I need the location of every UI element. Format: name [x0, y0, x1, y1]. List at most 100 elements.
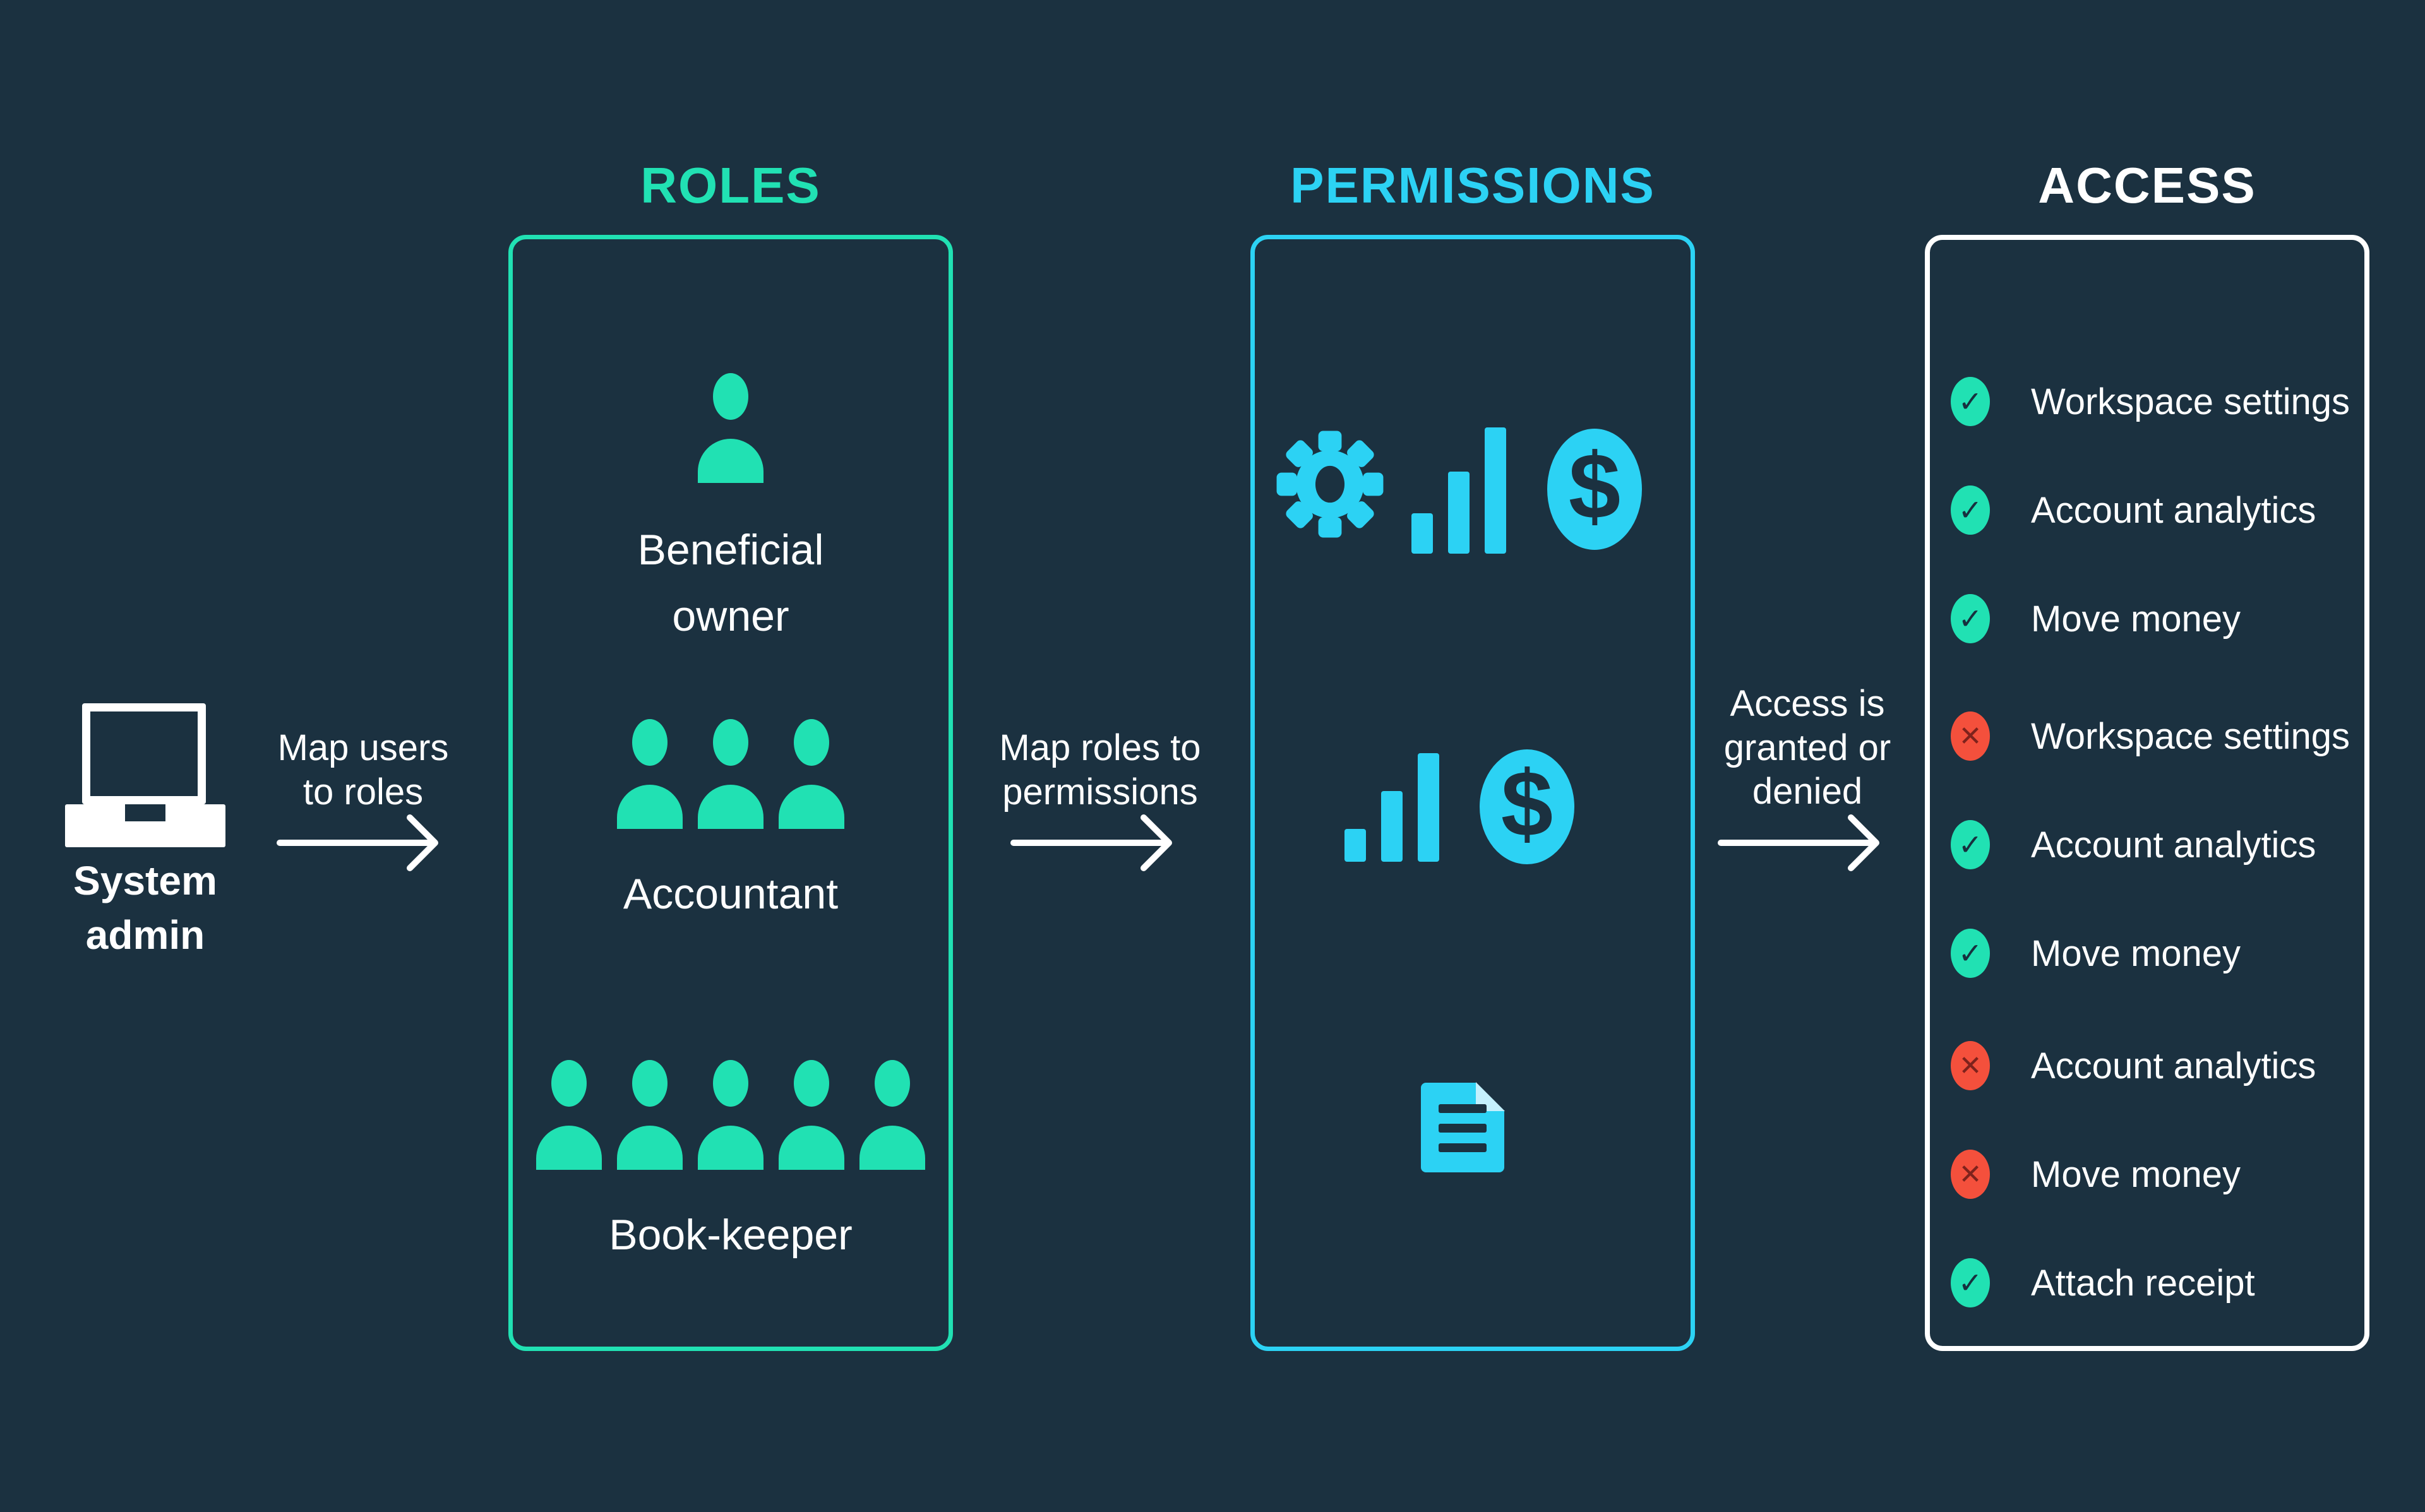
- person-head: [713, 1060, 748, 1107]
- role-people-row: [513, 373, 949, 483]
- check-icon: ✓: [1951, 377, 1990, 426]
- check-icon: ✓: [1951, 485, 1990, 535]
- access-row: ✓ Move money: [1951, 928, 2241, 979]
- person-head: [794, 719, 829, 766]
- person-icon: [859, 1060, 925, 1170]
- check-icon: ✓: [1951, 929, 1990, 978]
- access-row: ✓ Account analytics: [1951, 819, 2316, 870]
- laptop-notch: [125, 804, 165, 821]
- dollar-glyph: $: [1568, 434, 1621, 539]
- flow-label-line: permissions: [1002, 771, 1198, 813]
- person-head: [875, 1060, 910, 1107]
- access-row: ✓Move money: [1951, 593, 2241, 644]
- check-icon: ✓: [1951, 820, 1990, 869]
- access-item-label: Workspace settings: [2031, 381, 2350, 422]
- person-body: [698, 1126, 763, 1170]
- person-body: [698, 785, 763, 829]
- permissions-header: PERMISSIONS: [1290, 157, 1655, 213]
- access-row: ✓ Workspace settings: [1951, 376, 2350, 427]
- person-head: [551, 1060, 587, 1107]
- access-item-label: Account analytics: [2031, 489, 2316, 531]
- access-item-label: Workspace settings: [2031, 715, 2350, 757]
- bar-chart-icon: [1411, 427, 1506, 554]
- deny-icon: ✕: [1951, 1150, 1990, 1199]
- right-arrow-icon: [1009, 811, 1192, 874]
- roles-header: ROLES: [640, 157, 821, 213]
- gear-icon: [1276, 426, 1384, 545]
- person-icon: [779, 1060, 844, 1170]
- person-body: [859, 1126, 925, 1170]
- person-body: [698, 439, 763, 483]
- access-box: ✓Workspace settings✓Account analytics✓Mo…: [1925, 235, 2369, 1351]
- deny-icon: ✕: [1951, 711, 1990, 761]
- right-arrow-icon: [1716, 811, 1899, 874]
- bar: [1485, 427, 1506, 554]
- person-body: [617, 785, 683, 829]
- access-row: ✓ Attach receipt: [1951, 1258, 2255, 1308]
- access-row: ✓ Account analytics: [1951, 485, 2316, 535]
- access-item-label: Attach receipt: [2031, 1262, 2255, 1304]
- flow-label-line: Access is: [1730, 683, 1885, 724]
- flow-label-line: denied: [1752, 771, 1863, 813]
- role-label: Book-keeper: [609, 1211, 853, 1259]
- access-row: ✕ Account analytics: [1951, 1040, 2316, 1091]
- person-head: [632, 719, 668, 766]
- person-head: [713, 719, 748, 766]
- check-icon: ✓: [1951, 1258, 1990, 1307]
- laptop-icon: [65, 703, 225, 847]
- check-icon: ✓: [1951, 594, 1990, 643]
- flow-label-line: granted or: [1723, 727, 1891, 768]
- document-icon: [1421, 1082, 1505, 1172]
- flow-label-line: Map roles to: [999, 727, 1201, 768]
- role-people-row: [513, 719, 949, 829]
- bar: [1448, 472, 1470, 554]
- person-icon: [698, 1060, 763, 1170]
- access-row: ✕ Workspace settings: [1951, 711, 2350, 761]
- document-text-line: [1439, 1104, 1487, 1113]
- system-admin-figure: System admin: [19, 703, 272, 963]
- person-body: [779, 785, 844, 829]
- access-item-label: Move money: [2031, 1153, 2241, 1195]
- person-head: [713, 373, 748, 420]
- person-body: [536, 1126, 602, 1170]
- role-label: Beneficial owner: [637, 526, 824, 641]
- access-item-label: Account analytics: [2031, 1045, 2316, 1086]
- person-head: [794, 1060, 829, 1107]
- person-icon: [617, 719, 683, 829]
- flow-label-line: Map users: [277, 727, 449, 768]
- person-body: [779, 1126, 844, 1170]
- access-header: ACCESS: [2038, 157, 2256, 213]
- document-text-line: [1439, 1143, 1487, 1152]
- permissions-box: $$: [1250, 235, 1695, 1351]
- bar: [1411, 513, 1433, 554]
- dollar-glyph: $: [1500, 752, 1554, 856]
- person-body: [617, 1126, 683, 1170]
- role-people-row: [513, 1060, 949, 1170]
- document-text-line: [1439, 1124, 1487, 1133]
- person-icon: [698, 719, 763, 829]
- right-arrow-icon: [275, 811, 458, 874]
- bar: [1418, 753, 1439, 862]
- dollar-icon: $: [1480, 749, 1574, 864]
- role-label: Accountant: [623, 870, 839, 918]
- laptop-base: [65, 804, 225, 847]
- person-head: [632, 1060, 668, 1107]
- bar: [1381, 791, 1403, 862]
- laptop-screen: [82, 703, 206, 804]
- bar: [1344, 829, 1366, 862]
- person-icon: [617, 1060, 683, 1170]
- deny-icon: ✕: [1951, 1041, 1990, 1090]
- dollar-icon: $: [1547, 429, 1642, 550]
- person-icon: [779, 719, 844, 829]
- access-row: ✕ Move money: [1951, 1149, 2241, 1199]
- flow-label-line: to roles: [302, 771, 424, 813]
- system-admin-label: System admin: [73, 858, 217, 958]
- access-item-label: Account analytics: [2031, 824, 2316, 866]
- access-item-label: Move money: [2031, 932, 2241, 974]
- person-icon: [536, 1060, 602, 1170]
